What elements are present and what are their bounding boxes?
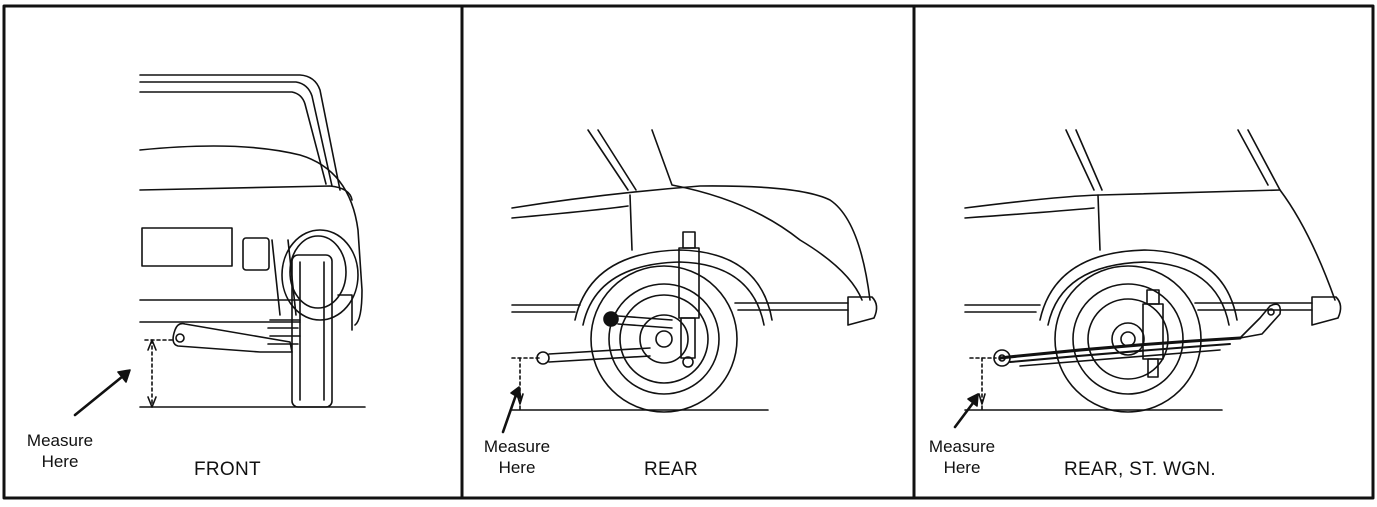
panel-title-front: FRONT (194, 459, 261, 480)
rear-view-drawing (501, 129, 878, 434)
measure-label-line1: Measure (26, 431, 94, 450)
measure-here-label-rear: Measure Here (477, 436, 557, 478)
measure-label-line1: Measure (483, 437, 551, 456)
measure-here-label-wagon: Measure Here (922, 436, 1002, 478)
measure-label-line2: Here (41, 452, 79, 471)
measure-label-line1: Measure (928, 437, 996, 456)
panel-frame-front (2, 4, 464, 500)
measure-label-line2: Here (498, 458, 536, 477)
panel-title-wagon: REAR, ST. WGN. (1064, 459, 1216, 480)
front-view-drawing (73, 74, 366, 417)
wagon-view-drawing (953, 129, 1342, 429)
measure-label-line2: Here (943, 458, 981, 477)
panel-frame-rear (460, 4, 916, 500)
panel-frame-wagon (912, 4, 1375, 500)
measure-here-label-front: Measure Here (20, 430, 100, 472)
panel-title-rear: REAR (644, 459, 698, 480)
